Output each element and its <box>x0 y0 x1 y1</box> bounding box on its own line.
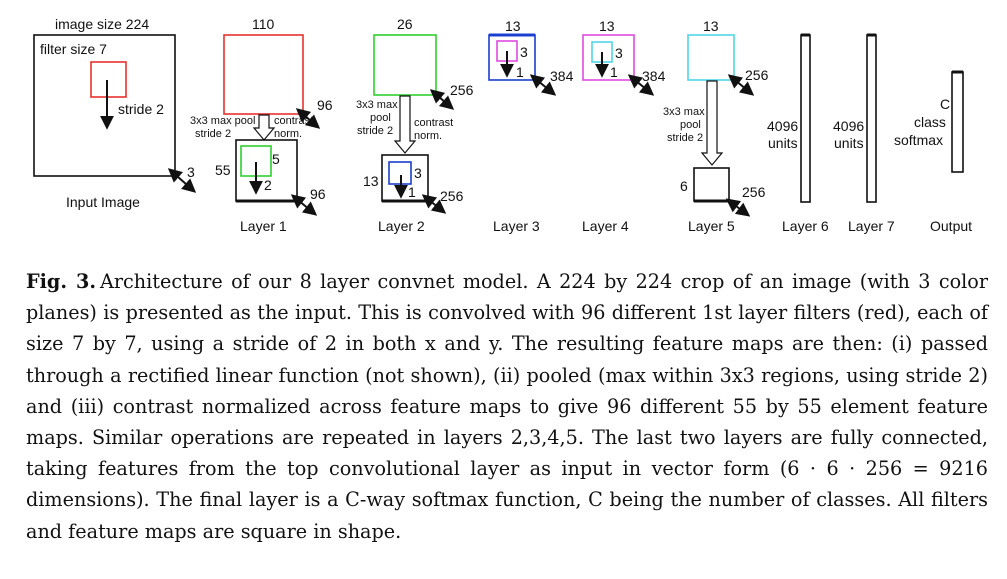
layer3-depth-arrow <box>529 74 557 96</box>
caption-figure-label: Fig. 3. <box>26 270 97 293</box>
layer2-block: 26 256 3x3 max pool stride 2 contrast no… <box>356 16 474 234</box>
layer1-top-depth-label: 96 <box>317 97 333 113</box>
layer6-units-label-2: units <box>768 135 798 151</box>
layer3-block: 13 3 1 384 Layer 3 <box>488 18 574 234</box>
layer1-name: Layer 1 <box>240 218 287 234</box>
layer4-block: 13 3 1 384 Layer 4 <box>582 18 666 234</box>
layer4-stride-label: 1 <box>610 64 618 80</box>
layer2-depth-arrow <box>421 194 447 214</box>
layer6-block: 4096 units Layer 6 <box>767 33 829 234</box>
layer6-name: Layer 6 <box>782 218 829 234</box>
layer6-bar <box>800 34 811 203</box>
output-label-1: C <box>940 96 950 112</box>
layer5-name: Layer 5 <box>688 218 735 234</box>
layer1-top-depth-arrow <box>295 108 321 129</box>
layer5-depth-label: 256 <box>742 184 766 200</box>
layer4-depth-arrow <box>627 74 655 96</box>
input-stride-label: stride 2 <box>118 101 164 117</box>
layer4-size-label: 13 <box>599 18 615 34</box>
input-image-square <box>33 34 176 177</box>
input-depth-arrow <box>167 168 197 193</box>
layer3-name: Layer 3 <box>493 218 540 234</box>
layer4-square <box>582 34 635 81</box>
layer1-pool-label-1: 3x3 max pool <box>190 115 255 127</box>
layer2-pool-label-1: 3x3 max <box>356 99 398 111</box>
layer2-name: Layer 2 <box>378 218 425 234</box>
output-name: Output <box>930 218 972 234</box>
layer5-pool-arrow <box>700 80 724 166</box>
layer5-pool-label-1: 3x3 max <box>663 106 705 118</box>
layer4-name: Layer 4 <box>582 218 629 234</box>
input-filter-square <box>90 61 127 98</box>
layer2-top-depth-label: 256 <box>450 82 474 98</box>
layer2-contrast-label-2: norm. <box>414 130 442 142</box>
layer2-top-depth-arrow <box>429 89 455 110</box>
layer1-depth-arrow <box>290 194 318 216</box>
layer3-filter-size-label: 3 <box>520 44 528 60</box>
layer5-bottom-square <box>693 167 730 202</box>
caption-text: Architecture of our 8 layer convnet mode… <box>26 270 989 543</box>
layer2-stride-label: 1 <box>408 184 416 200</box>
layer1-depth-label: 96 <box>310 186 326 202</box>
layer5-depth-arrow <box>725 198 751 217</box>
input-image-name: Input Image <box>66 194 140 210</box>
input-depth-label: 3 <box>187 164 195 180</box>
layer2-depth-label: 256 <box>440 188 464 204</box>
layer4-depth-label: 384 <box>642 68 666 84</box>
layer3-size-label: 13 <box>505 18 521 34</box>
layer7-bar <box>866 34 877 203</box>
layer7-name: Layer 7 <box>848 218 895 234</box>
layer1-contrast-label-2: norm. <box>274 128 302 140</box>
layer2-filter-size-label: 3 <box>414 165 422 181</box>
layer1-map-size-label: 55 <box>215 162 231 178</box>
architecture-diagram: image size 224 filter size 7 stride 2 3 … <box>33 16 972 234</box>
layer5-pool-label-3: stride 2 <box>667 132 703 144</box>
layer1-stride-label: 2 <box>264 177 272 193</box>
layer1-top-square <box>223 34 304 115</box>
input-image-block: image size 224 filter size 7 stride 2 3 … <box>33 16 197 210</box>
layer1-contrast-label-1: contrast <box>274 115 313 127</box>
figure-caption: Fig. 3.Architecture of our 8 layer convn… <box>26 266 988 547</box>
layer6-units-label-1: 4096 <box>767 118 798 134</box>
output-label-2: class <box>914 114 946 130</box>
input-filter-size-label: filter size 7 <box>40 41 107 57</box>
layer5-top-square <box>687 34 735 81</box>
layer2-pool-label-2: pool <box>370 112 391 124</box>
layer5-block: 13 256 3x3 max pool stride 2 6 256 Layer… <box>663 18 769 234</box>
layer1-filter-size-label: 5 <box>272 151 280 167</box>
layer5-pool-label-2: pool <box>680 119 701 131</box>
layer1-pool-label-2: stride 2 <box>195 128 231 140</box>
output-label-3: softmax <box>894 132 943 148</box>
layer1-block: 110 96 3x3 max pool stride 2 contrast no… <box>190 16 333 234</box>
layer7-block: 4096 units Layer 7 <box>833 33 895 234</box>
layer1-top-size-label: 110 <box>252 16 275 32</box>
layer5-top-depth-label: 256 <box>745 67 769 83</box>
layer3-depth-label: 384 <box>550 68 574 84</box>
layer2-map-size-label: 13 <box>363 173 379 189</box>
layer2-pool-arrow <box>393 95 417 154</box>
layer2-top-size-label: 26 <box>397 16 413 32</box>
layer5-size-label: 13 <box>703 18 719 34</box>
layer1-pool-arrow <box>252 114 276 141</box>
input-image-size-label: image size 224 <box>55 16 149 32</box>
layer4-filter-size-label: 3 <box>615 45 623 61</box>
layer2-top-square <box>373 34 437 96</box>
layer7-units-label-2: units <box>834 135 864 151</box>
layer7-units-label-1: 4096 <box>833 118 864 134</box>
layer2-pool-label-3: stride 2 <box>357 125 393 137</box>
layer5-top-depth-arrow <box>727 74 755 96</box>
output-block: C class softmax Output <box>894 70 972 234</box>
output-bar <box>951 71 964 173</box>
layer5-map-size-label: 6 <box>680 178 688 194</box>
layer2-contrast-label-1: contrast <box>414 117 453 129</box>
layer3-stride-label: 1 <box>516 64 524 80</box>
